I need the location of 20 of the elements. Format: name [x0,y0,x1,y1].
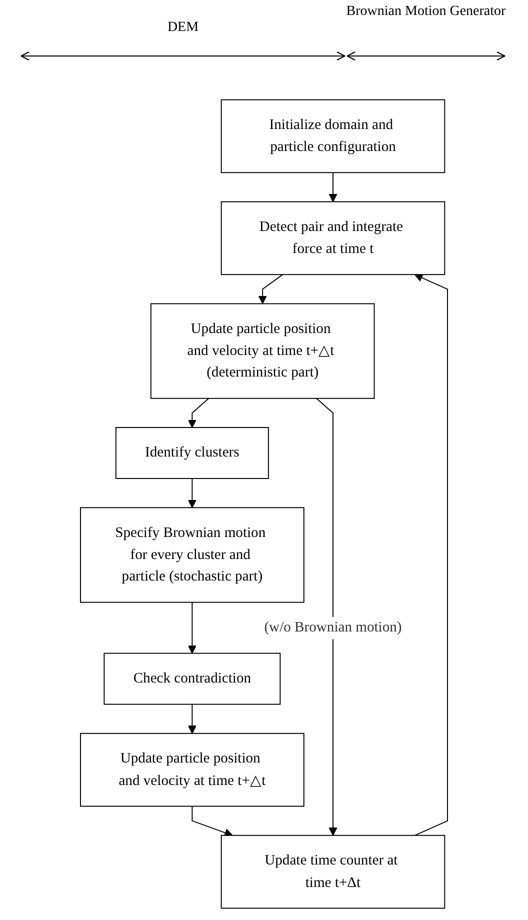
node-box: Check contradiction [104,652,281,705]
arrow [188,602,196,654]
arrow [188,398,210,428]
node-box: Update time counter at time t+Δt [220,834,446,909]
arrow [188,478,196,508]
node-box: Identify clusters [115,427,269,479]
arrow [192,806,233,837]
node-box: Initialize domain and particle configuration [220,99,446,174]
arrow [414,274,448,836]
arrow [316,398,338,836]
edge-label: (w/o Brownian motion) [264,620,402,636]
column-heading: Brownian Motion Generator [346,4,506,20]
node-box: Specify Brownian motion for every cluster and particle (stochastic part) [80,507,304,603]
arrow [328,172,338,202]
arrow [188,704,196,734]
node-box: Update particle position and velocity at time t+△t (deterministic part) [150,303,375,399]
node-box: Detect pair and integrate force at time t [220,201,446,276]
arrow [258,274,284,304]
node-box: Update particle position and velocity at time t+△t [80,732,304,807]
column-heading: DEM [166,20,200,36]
